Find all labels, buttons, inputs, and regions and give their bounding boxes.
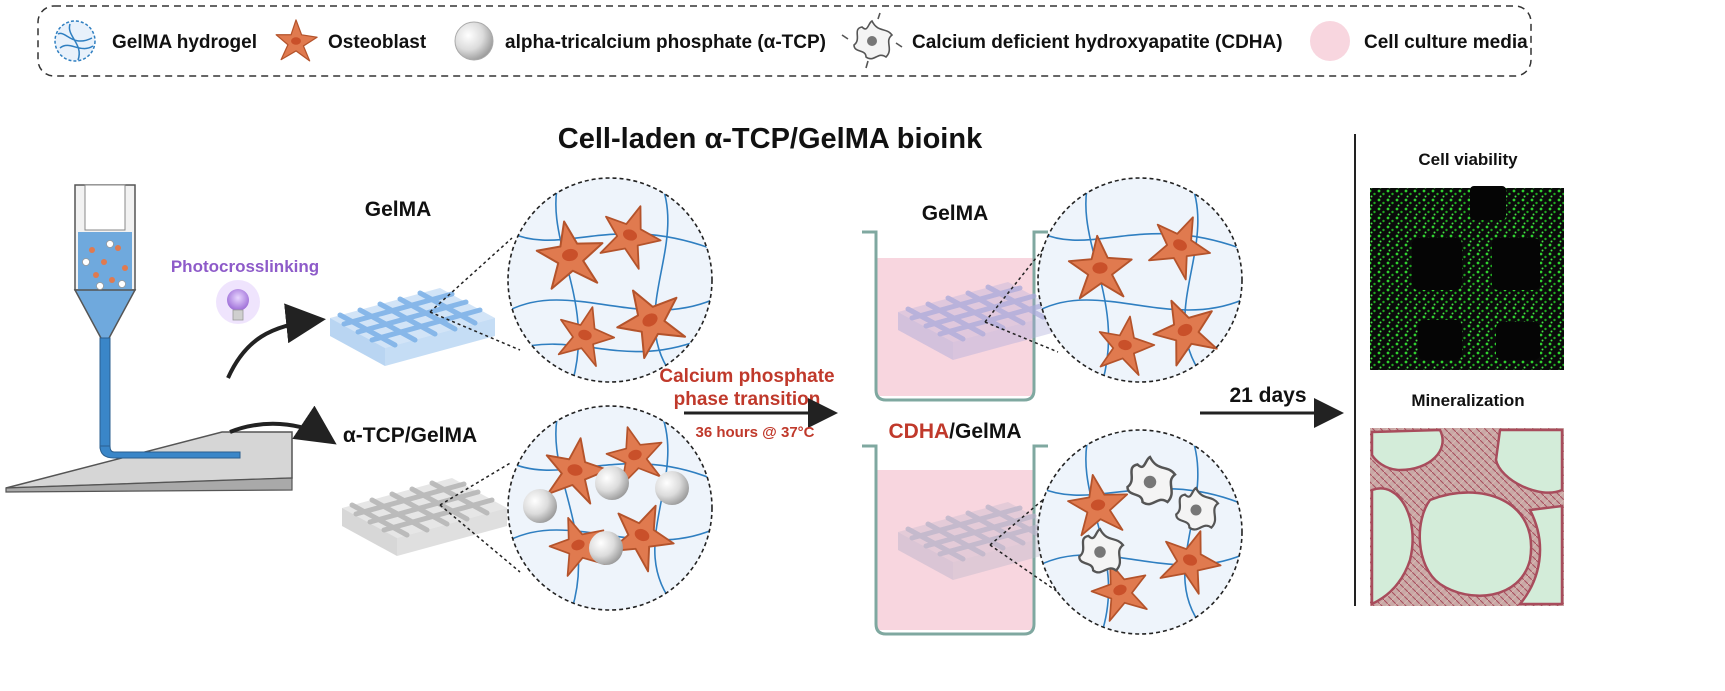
gelma-scaffold xyxy=(330,288,495,366)
scaffold-gelma-label: GelMA xyxy=(365,198,432,221)
cell-viability-label: Cell viability xyxy=(1418,150,1518,169)
mineralization-label: Mineralization xyxy=(1411,391,1524,410)
culture-well-gelma xyxy=(862,230,1063,402)
culture-cdha-gelma-label: CDHA/GelMA xyxy=(888,420,1021,443)
cell-viability-image xyxy=(1370,186,1564,370)
tcp-gelma-scaffold xyxy=(342,478,507,556)
legend-label-gelma: GelMA hydrogel xyxy=(112,32,257,53)
transition-label-line2: phase transition xyxy=(674,389,821,410)
legend-label-media: Cell culture media xyxy=(1364,32,1528,53)
gelma-hydrogel-icon xyxy=(54,20,96,62)
culture-well-cdha-gelma xyxy=(862,444,1063,636)
zoom-lines-bottom xyxy=(439,461,521,573)
magnified-cultured-gelma xyxy=(1037,177,1243,383)
cdha-label-highlight: CDHA xyxy=(888,420,949,443)
light-bulb-icon xyxy=(216,280,260,324)
transition-condition: 36 hours @ 37°C xyxy=(696,424,815,441)
bioprinter-nozzle xyxy=(5,184,293,493)
cdha-label-rest: /GelMA xyxy=(949,420,1021,443)
diagram-title: Cell-laden α-TCP/GelMA bioink xyxy=(558,123,983,155)
svg-text:CDHA/GelMA: CDHA/GelMA xyxy=(888,420,1021,443)
magnified-cultured-cdha-gelma xyxy=(1037,429,1243,635)
arrow-to-tcp-gelma xyxy=(229,405,337,445)
zoom-lines-top xyxy=(429,237,521,351)
cdha-crystal xyxy=(1078,455,1220,574)
legend-label-cdha: Calcium deficient hydroxyapatite (CDHA) xyxy=(912,32,1283,53)
transition-label-line1: Calcium phosphate xyxy=(659,366,834,387)
alpha-tcp-particle xyxy=(523,466,689,565)
duration-label: 21 days xyxy=(1229,384,1306,407)
legend-label-alpha-tcp: alpha-tricalcium phosphate (α-TCP) xyxy=(505,32,826,53)
cdha-crystal-icon xyxy=(841,12,903,69)
photocrosslinking-label: Photocrosslinking xyxy=(171,257,319,276)
legend-box: GelMA hydrogel Osteoblast alpha-tricalci… xyxy=(37,5,1532,77)
magnified-tcp-gelma-cells xyxy=(507,405,713,611)
legend-label-osteoblast: Osteoblast xyxy=(328,32,427,53)
zoom-lines-culture-bottom xyxy=(989,491,1059,593)
culture-gelma-label: GelMA xyxy=(922,202,989,225)
culture-media-icon xyxy=(1310,21,1350,61)
magnified-gelma-cells xyxy=(507,177,713,383)
scaffold-tcp-gelma-label: α-TCP/GelMA xyxy=(343,424,477,447)
arrow-to-gelma xyxy=(226,303,326,379)
alpha-tcp-sphere-icon xyxy=(454,21,494,61)
mineralization-image xyxy=(1370,428,1564,607)
zoom-lines-culture-top xyxy=(984,237,1059,353)
